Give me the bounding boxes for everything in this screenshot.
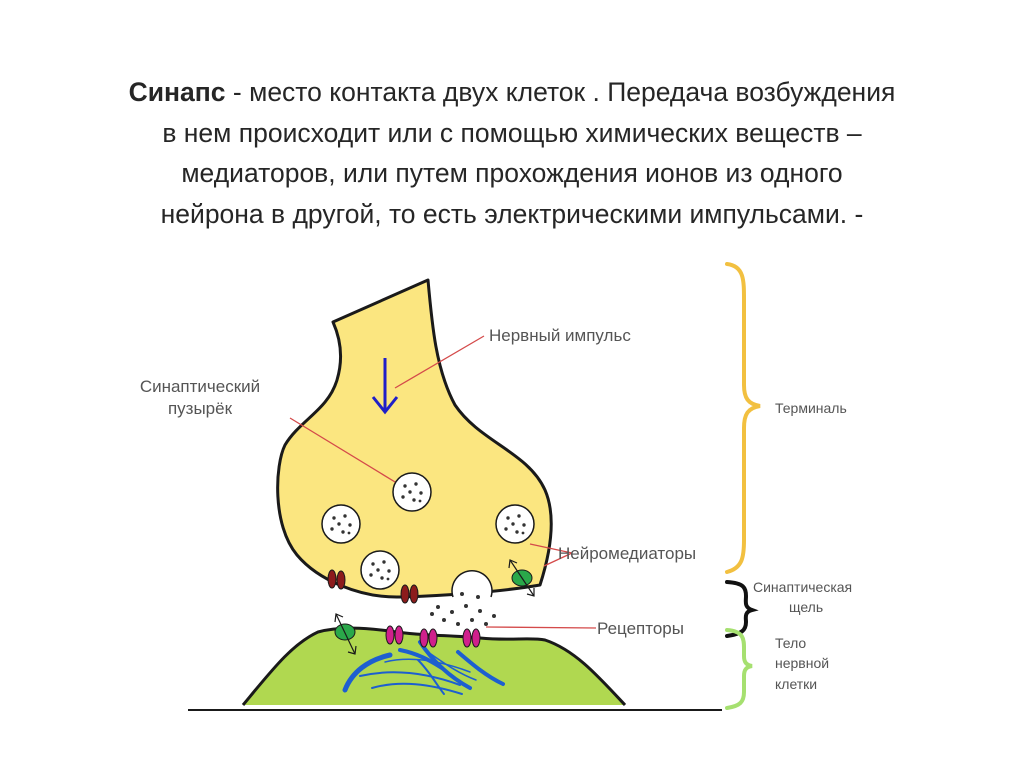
reuptake-transporter xyxy=(334,613,357,655)
cleft-bracket xyxy=(725,580,759,638)
reuptake-transporter xyxy=(508,559,535,597)
synaptic-vesicle xyxy=(321,504,361,544)
released-neurotransmitters xyxy=(430,592,496,626)
synaptic-vesicle xyxy=(495,504,535,544)
label-neurotransmitters: Нейромедиаторы xyxy=(558,544,696,563)
cell-body xyxy=(243,628,625,705)
receptor xyxy=(385,625,404,645)
heading-line-3: медиаторов, или путем прохождения ионов … xyxy=(181,158,843,188)
synaptic-vesicle xyxy=(360,550,400,590)
label-receptors: Рецепторы xyxy=(597,619,684,638)
label-body-line-3: клетки xyxy=(775,676,817,692)
fusing-vesicle xyxy=(451,570,493,598)
heading-term: Синапс xyxy=(128,77,226,107)
cell-body-bracket xyxy=(725,628,753,710)
heading-line-4: нейрона в другой, то есть электрическими… xyxy=(160,198,864,229)
label-nerve-impulse: Нервный импульс xyxy=(489,326,631,345)
receptor xyxy=(462,628,481,648)
heading-line-1-rest: - место контакта двух клеток . Передача … xyxy=(225,77,896,107)
pointer-lines xyxy=(289,335,597,629)
presynaptic-channel xyxy=(400,584,419,604)
label-vesicle-line-1: Синаптический xyxy=(140,377,260,396)
presynaptic-channel xyxy=(327,569,346,590)
label-cleft-line-2: щель xyxy=(789,599,823,615)
terminal-bracket xyxy=(725,262,761,574)
impulse-arrow xyxy=(371,358,399,415)
heading-line-1: Синапс - место контакта двух клеток . Пе… xyxy=(40,72,984,113)
label-body-line-1: Тело xyxy=(775,635,806,651)
label-vesicle-line-2: пузырёк xyxy=(168,399,233,418)
label-body-line-2: нервной xyxy=(775,655,829,671)
cytoskeleton-fibers xyxy=(342,640,505,695)
synaptic-vesicle xyxy=(392,472,432,512)
heading-line-2: в нем происходит или с помощью химически… xyxy=(162,117,862,148)
receptor xyxy=(419,628,438,648)
slide-heading: Синапс - место контакта двух клеток . Пе… xyxy=(40,72,984,234)
label-terminal: Терминаль xyxy=(775,400,847,416)
label-cleft-line-1: Синаптическая xyxy=(753,579,852,595)
